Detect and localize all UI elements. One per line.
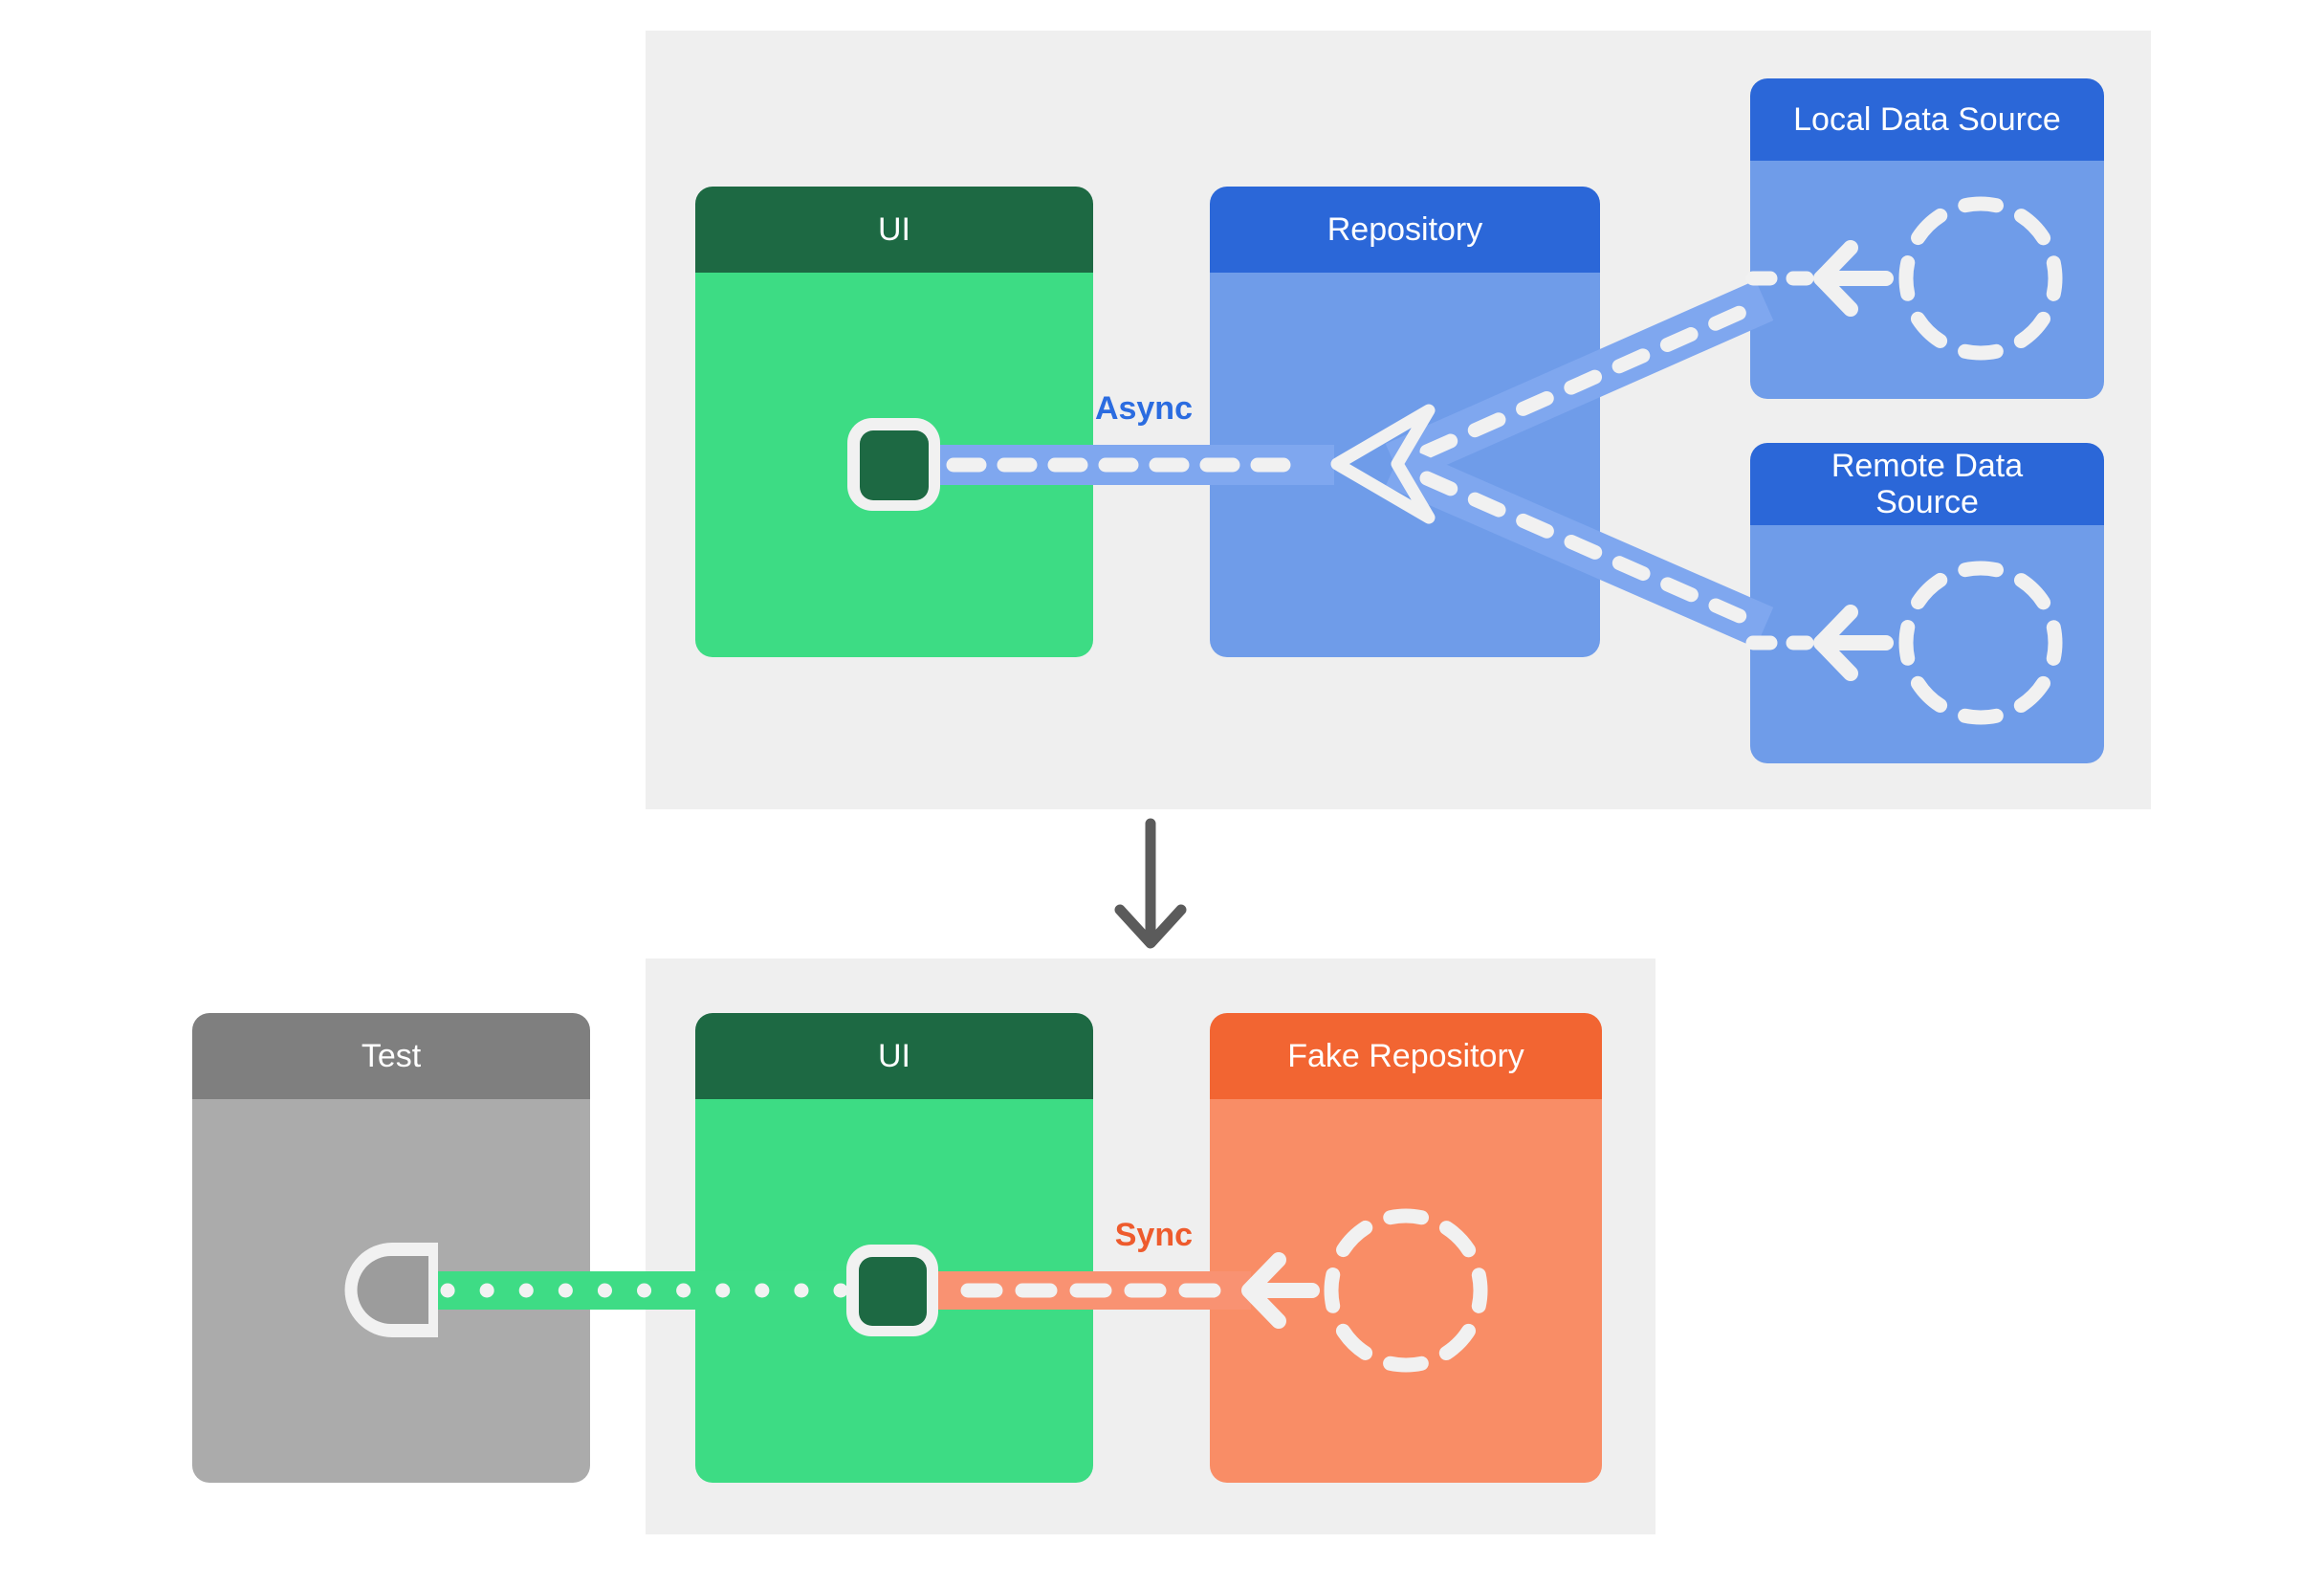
arrow-left-icon: [1813, 605, 1894, 681]
remote-data-source-box: Remote Data Source: [1750, 443, 2104, 763]
remote-data-source-header: Remote Data Source: [1750, 443, 2104, 525]
sync-label: Sync: [1114, 1217, 1193, 1253]
local-data-source-title: Local Data Source: [1793, 101, 2061, 138]
ui-box-header: UI: [695, 187, 1093, 273]
merge-triangle-icon: [1330, 404, 1436, 524]
async-label: Async: [1094, 390, 1193, 427]
ui-component-icon: [847, 418, 940, 511]
test-ui-box-header: UI: [695, 1013, 1093, 1099]
repository-box-title: Repository: [1326, 211, 1483, 248]
dashed-circle-icon: [1898, 561, 2063, 725]
fake-repository-header: Fake Repository: [1210, 1013, 1602, 1099]
local-data-source-header: Local Data Source: [1750, 78, 2104, 161]
ui-box-title: UI: [878, 211, 910, 248]
down-arrow-icon: [1114, 818, 1187, 949]
test-ui-box-title: UI: [878, 1038, 910, 1074]
fake-repository-title: Fake Repository: [1287, 1038, 1524, 1074]
dashed-circle-icon: [1324, 1208, 1488, 1373]
remote-data-source-title: Remote Data Source: [1831, 448, 2024, 520]
remote-source-connector: [1385, 445, 2063, 725]
remote-source-dashed-line: [1419, 471, 1756, 628]
arrow-left-icon: [1241, 1252, 1320, 1329]
ui-component-icon: [846, 1245, 938, 1336]
dashed-circle-icon: [1898, 196, 2063, 361]
socket-icon: [344, 1243, 438, 1337]
arrow-left-icon: [1813, 240, 1894, 317]
sync-connector: [938, 1208, 1488, 1373]
local-source-dashed-line: [1419, 301, 1756, 459]
repository-box-header: Repository: [1210, 187, 1600, 273]
local-source-connector: [1385, 196, 2063, 485]
test-box-header: Test: [192, 1013, 590, 1099]
test-box-title: Test: [361, 1038, 422, 1074]
